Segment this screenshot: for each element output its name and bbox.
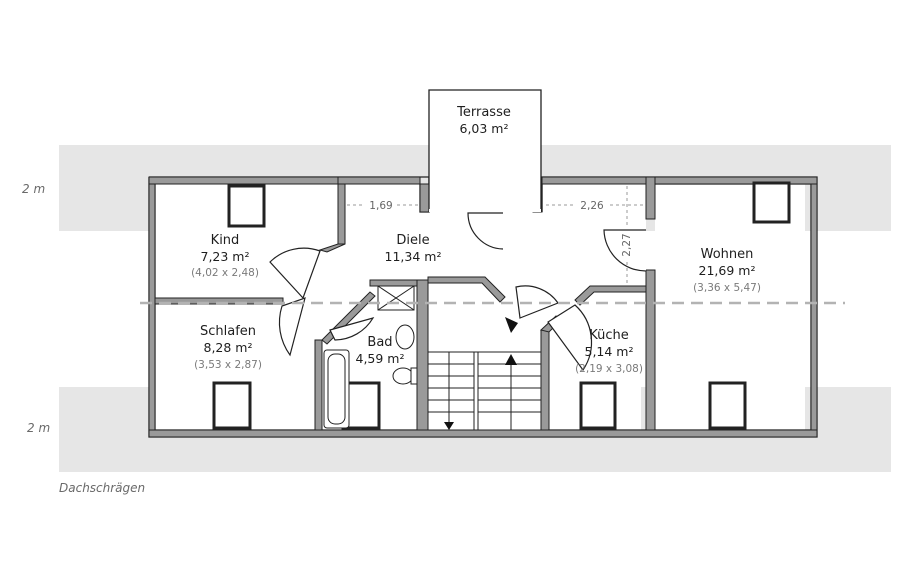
room-dims-kind: (4,02 x 2,48) (191, 267, 259, 279)
slope-label-upper: 2 m (22, 182, 45, 196)
staircase (427, 351, 542, 431)
stair-arrow-up (505, 354, 517, 365)
stair-arrow-down (444, 422, 454, 430)
room-area-kind: 7,23 m² (201, 249, 250, 264)
room-area-schlafen: 8,28 m² (204, 340, 253, 355)
room-name-kind: Kind (211, 233, 240, 248)
slope-label-lower: 2 m (27, 421, 50, 435)
room-dims-wohnen: (3,36 x 5,47) (693, 282, 761, 294)
terrace-outline (428, 89, 542, 212)
dimension-lines (347, 186, 644, 284)
room-name-wohnen: Wohnen (701, 247, 754, 262)
measurement-height: 2,27 (621, 233, 633, 256)
room-name-schlafen: Schlafen (200, 324, 256, 339)
room-dims-schlafen: (3,53 x 2,87) (194, 359, 262, 371)
room-area-bad: 4,59 m² (356, 351, 405, 366)
bath-fixtures (323, 285, 418, 429)
room-name-terrasse: Terrasse (456, 105, 511, 120)
room-dims-kueche: (2,19 x 3,08) (575, 363, 643, 375)
slope-caption: Dachschrägen (59, 481, 145, 495)
room-area-kueche: 5,14 m² (585, 344, 634, 359)
room-name-bad: Bad (367, 335, 392, 350)
terrace-base (429, 209, 541, 212)
room-name-kueche: Küche (589, 328, 629, 343)
skylights (212, 181, 791, 430)
room-area-diele: 11,34 m² (385, 249, 442, 264)
room-area-terrasse: 6,03 m² (460, 121, 509, 136)
wall-fill (148, 176, 818, 438)
room-name-diele: Diele (396, 233, 429, 248)
room-area-wohnen: 21,69 m² (699, 263, 756, 278)
stair-turn-arrow (505, 317, 518, 333)
door-swings (269, 212, 647, 372)
measurement-left: 1,69 (369, 200, 392, 212)
measurement-right: 2,26 (580, 200, 604, 212)
